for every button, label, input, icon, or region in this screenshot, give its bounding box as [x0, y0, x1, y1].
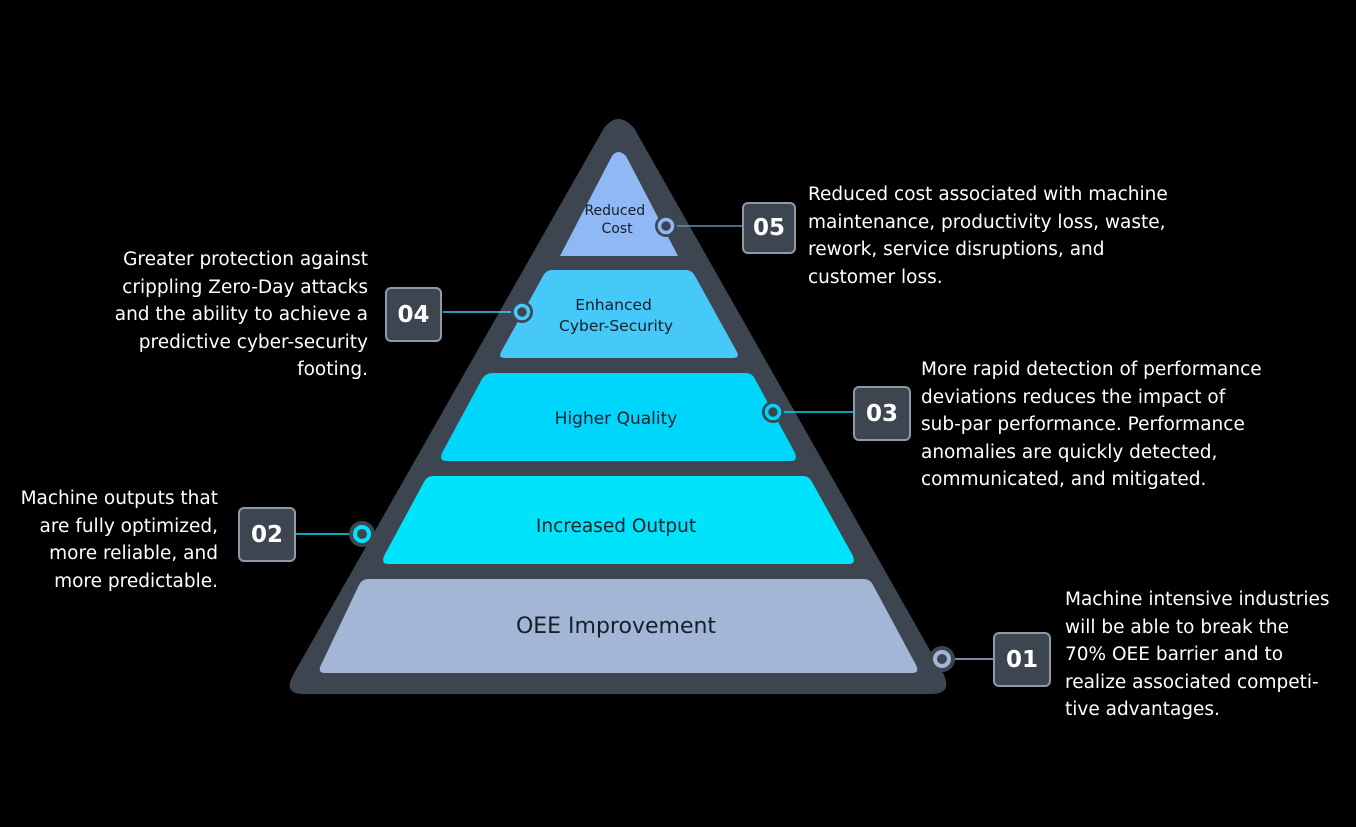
connector-dot-02 — [349, 521, 375, 547]
layer-04-shape — [500, 270, 738, 358]
badge-03: 03 — [853, 386, 911, 441]
badge-05: 05 — [742, 202, 796, 254]
layer-01-shape — [319, 579, 918, 673]
layer-02-shape — [383, 476, 854, 564]
layer-04-label: Enhanced Cyber-Security — [559, 296, 673, 335]
layer-03-label: Higher Quality — [555, 409, 678, 429]
badge-02: 02 — [238, 507, 296, 562]
description-04: Greater protection against crippling Zer… — [114, 249, 368, 380]
description-05: Reduced cost associated with machine mai… — [808, 184, 1168, 288]
layer-05-label: Reduced Cost — [584, 203, 649, 237]
badge-04: 04 — [385, 287, 442, 342]
layer-03-shape — [441, 373, 796, 461]
description-02: Machine outputs that are fully optimized… — [20, 488, 218, 592]
badge-01: 01 — [993, 632, 1051, 687]
layer-05-shape — [560, 152, 678, 256]
layer-01-label: OEE Improvement — [516, 614, 716, 639]
description-03: More rapid detection of performance devi… — [921, 359, 1262, 490]
description-01: Machine intensive industries will be abl… — [1065, 589, 1330, 720]
layer-02-label: Increased Output — [536, 516, 696, 537]
connector-dot-01 — [929, 646, 955, 672]
